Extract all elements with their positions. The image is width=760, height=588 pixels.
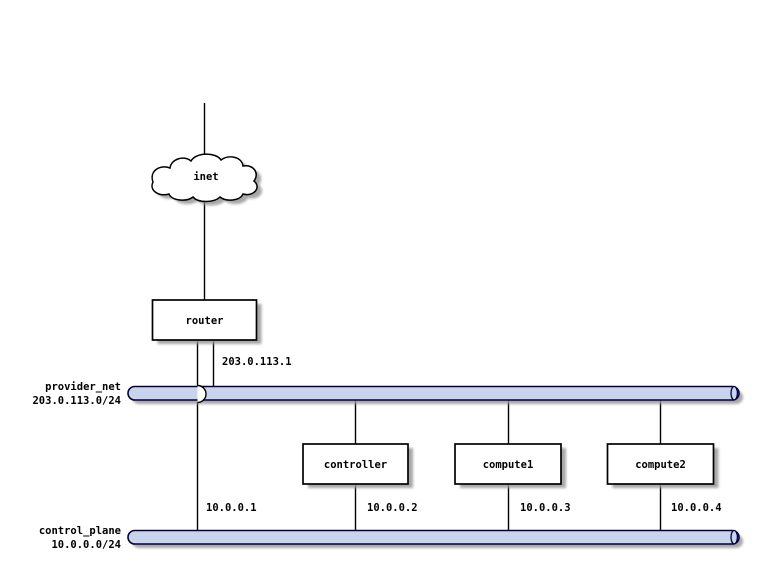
control-plane-pipe-cap: [730, 529, 739, 545]
router-label: router: [186, 315, 224, 327]
controller-node: controller: [302, 443, 413, 488]
provider-net-bus: [127, 385, 743, 404]
compute1-label: compute1: [483, 459, 534, 471]
controller-address: 10.0.0.2: [367, 502, 418, 514]
control-plane-name: control_plane: [39, 525, 121, 537]
provider-net-name: provider_net: [45, 381, 121, 393]
compute2-address: 10.0.0.4: [671, 502, 722, 514]
control-plane-cidr: 10.0.0.0/24: [51, 539, 121, 551]
router-node-box: [151, 299, 258, 341]
router-provider-address: 203.0.113.1: [222, 356, 292, 368]
compute2-node: compute2: [606, 443, 719, 488]
compute1-node: compute1: [454, 443, 566, 488]
controller-node-box: [302, 443, 409, 485]
provider-net-pipe-cap: [730, 385, 739, 401]
compute2-node-box: [606, 443, 715, 485]
router-node: router: [151, 299, 262, 344]
inet-cloud: inet: [151, 153, 263, 206]
compute2-label: compute2: [635, 459, 686, 471]
wire-jump-arc: [197, 384, 207, 404]
control-plane-pipe: [127, 529, 740, 545]
cloud-icon: [151, 153, 258, 203]
compute1-node-box: [454, 443, 562, 485]
provider-net-cidr: 203.0.113.0/24: [32, 395, 121, 407]
inet-label: inet: [193, 171, 218, 183]
control-plane-bus: [127, 529, 743, 548]
router-control-address: 10.0.0.1: [206, 502, 257, 514]
compute1-address: 10.0.0.3: [520, 502, 571, 514]
provider-net-pipe: [127, 385, 740, 401]
controller-label: controller: [324, 459, 387, 471]
